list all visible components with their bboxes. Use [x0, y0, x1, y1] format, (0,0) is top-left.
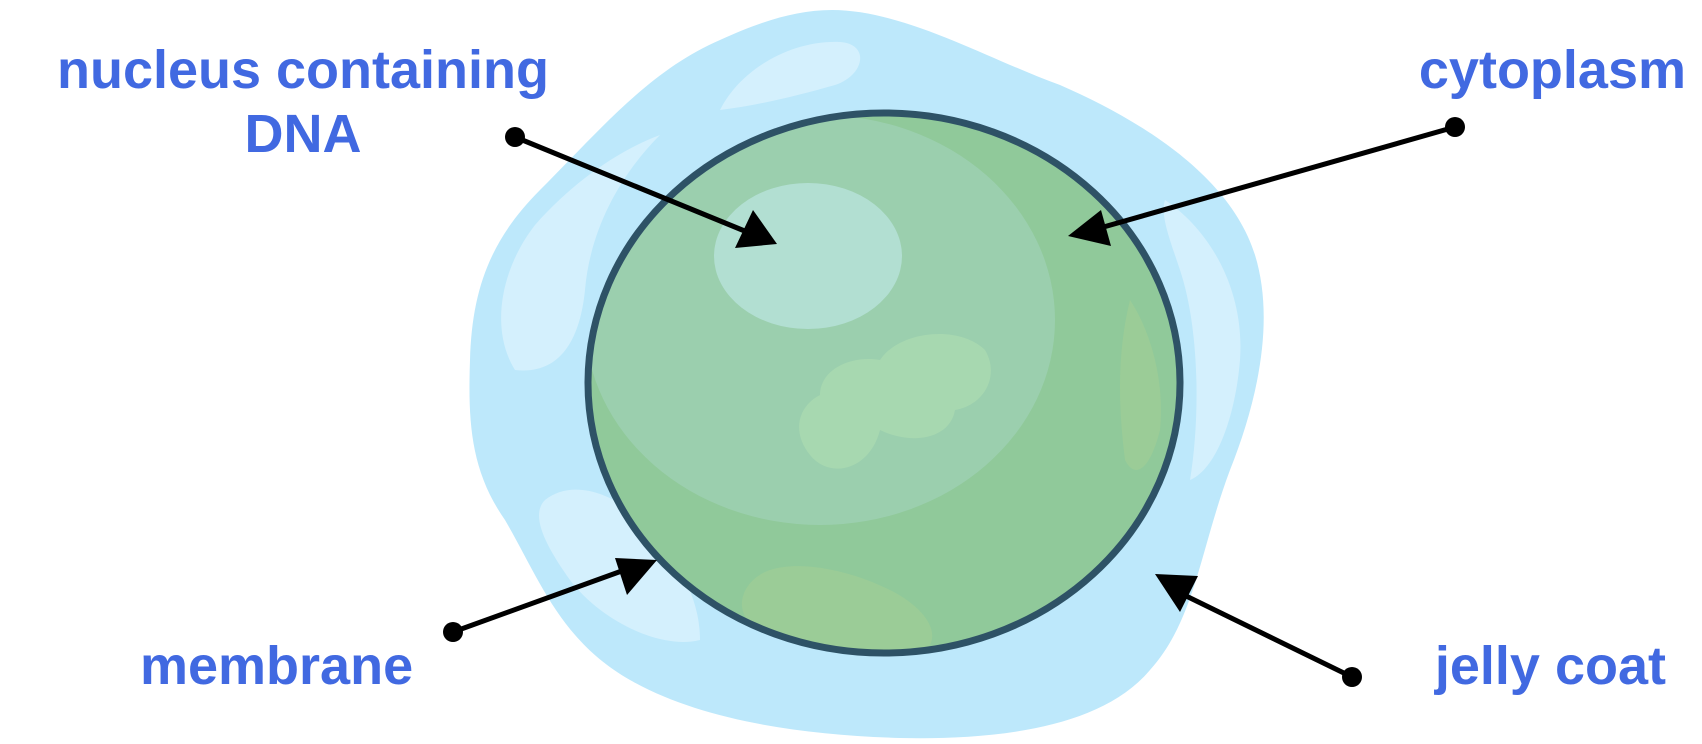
arrow-membrane-start-dot [443, 622, 463, 642]
label-nucleus-line2: DNA [8, 102, 598, 166]
arrow-jelly-coat [1155, 574, 1362, 687]
label-nucleus-line1: nucleus containing [8, 38, 598, 102]
nucleus-shape [714, 183, 902, 329]
arrow-jelly-coat-start-dot [1342, 667, 1362, 687]
label-membrane: membrane [140, 634, 413, 698]
label-jelly-coat: jelly coat [1435, 634, 1666, 698]
label-nucleus: nucleus containing DNA [8, 38, 598, 166]
arrow-cytoplasm-start-dot [1445, 117, 1465, 137]
label-cytoplasm: cytoplasm [1419, 38, 1686, 102]
nucleus [714, 183, 902, 329]
